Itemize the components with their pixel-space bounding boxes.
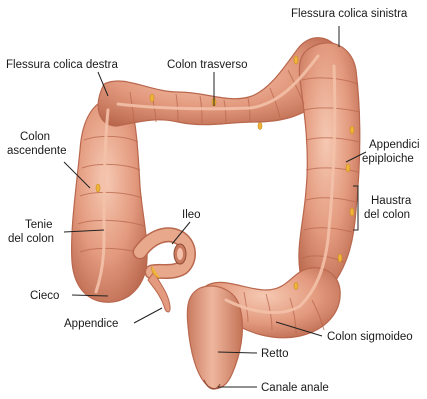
label-flessura-colica-sinistra: Flessura colica sinistra [291, 8, 408, 20]
label-retto: Retto [261, 348, 289, 360]
label-appendici-epiploiche-line2: epiploiche [362, 153, 414, 165]
label-ileo: Ileo [182, 209, 201, 221]
label-colon-trasverso: Colon trasverso [167, 59, 248, 71]
label-haustra-line1: Haustra [371, 195, 412, 207]
label-flessura-colica-destra: Flessura colica destra [6, 59, 118, 71]
label-appendici-epiploiche-line1: Appendici [369, 139, 420, 151]
colon-body [72, 38, 360, 389]
label-tenie-line1: Tenie [25, 219, 53, 231]
label-appendice: Appendice [64, 318, 118, 330]
label-colon-ascendente-line2: ascendente [7, 145, 66, 157]
label-colon-sigmoideo: Colon sigmoideo [327, 331, 413, 343]
descending-colon [299, 43, 360, 288]
label-canale-anale: Canale anale [261, 382, 329, 394]
label-cieco: Cieco [30, 290, 59, 302]
label-haustra-line2: del colon [364, 209, 410, 221]
label-colon-ascendente-line1: Colon [20, 131, 50, 143]
label-tenie-line2: del colon [8, 233, 54, 245]
ascending-colon [72, 98, 148, 302]
ileum [140, 235, 189, 272]
rectum [187, 286, 242, 389]
